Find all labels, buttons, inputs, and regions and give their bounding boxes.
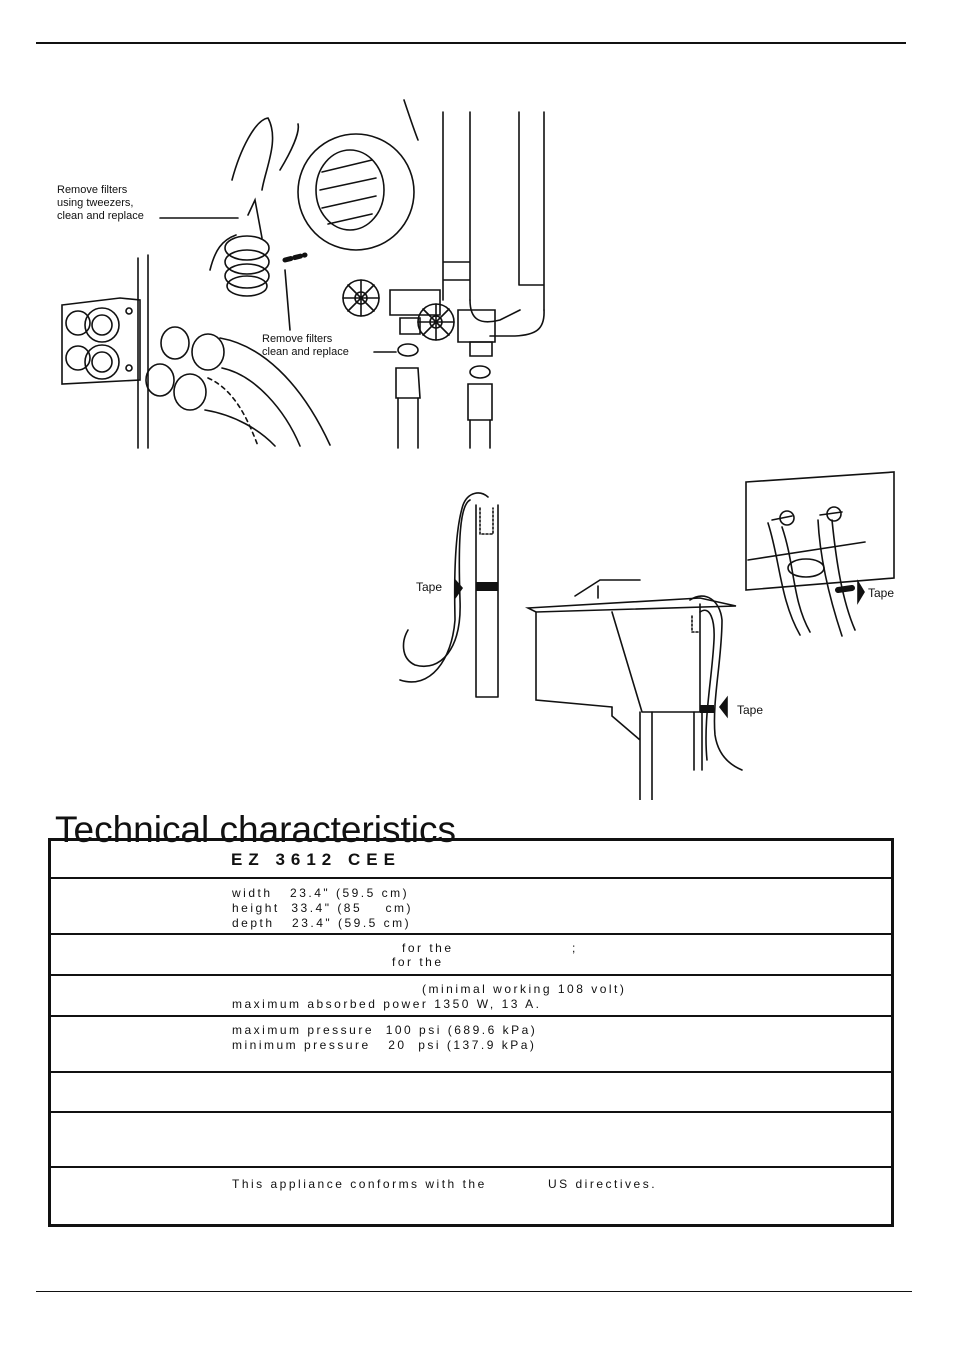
electrical-row: (minimal working 108 volt) maximum absor… [51, 976, 891, 1017]
empty-row-1 [51, 1073, 891, 1113]
top-rule [36, 42, 906, 44]
standpipe-illustration [399, 492, 499, 698]
bottom-rule [36, 1291, 912, 1292]
capacity-line-2: for the [392, 955, 444, 969]
depth-value: depth 23.4" (59.5 cm) [232, 916, 412, 930]
conformity-row: This appliance conforms with the US dire… [51, 1168, 891, 1224]
voltage-note: (minimal working 108 volt) [422, 982, 627, 996]
tape-label-standpipe: Tape [416, 580, 443, 594]
model-number: EZ 3612 CEE [231, 850, 401, 869]
width-value: width 23.4" (59.5 cm) [232, 886, 410, 900]
tape-label-sink: Tape [737, 703, 764, 717]
inlet-fittings-illustration [61, 99, 545, 449]
conformity-directive: US directives. [548, 1177, 658, 1191]
capacity-line-1: for the [402, 941, 454, 955]
min-pressure-value: minimum pressure 20 psi (137.9 kPa) [232, 1038, 537, 1052]
max-pressure-value: maximum pressure 100 psi (689.6 kPa) [232, 1023, 538, 1037]
capacity-separator: ; [572, 941, 578, 955]
technical-characteristics-table: EZ 3612 CEE width 23.4" (59.5 cm) height… [48, 838, 894, 1227]
empty-row-2 [51, 1113, 891, 1168]
model-row: EZ 3612 CEE [51, 841, 891, 879]
capacity-row: for the ; for the [51, 935, 891, 976]
remove-filters-valve-label: Remove filters clean and replace [262, 333, 349, 358]
installation-illustrations [61, 99, 895, 800]
height-value: height 33.4" (85 cm) [232, 901, 413, 915]
conformity-text: This appliance conforms with the [232, 1177, 487, 1191]
dimensions-row: width 23.4" (59.5 cm) height 33.4" (85 c… [51, 879, 891, 935]
tape-label-wall: Tape [868, 586, 895, 600]
remove-filters-tweezers-label: Remove filters using tweezers, clean and… [57, 184, 144, 222]
wall-fitting-illustration [745, 471, 895, 637]
section-heading: Technical characteristics [55, 808, 456, 850]
sink-illustration [524, 579, 743, 800]
power-value: maximum absorbed power 1350 W, 13 A. [232, 997, 542, 1011]
water-pressure-row: maximum pressure 100 psi (689.6 kPa) min… [51, 1017, 891, 1073]
